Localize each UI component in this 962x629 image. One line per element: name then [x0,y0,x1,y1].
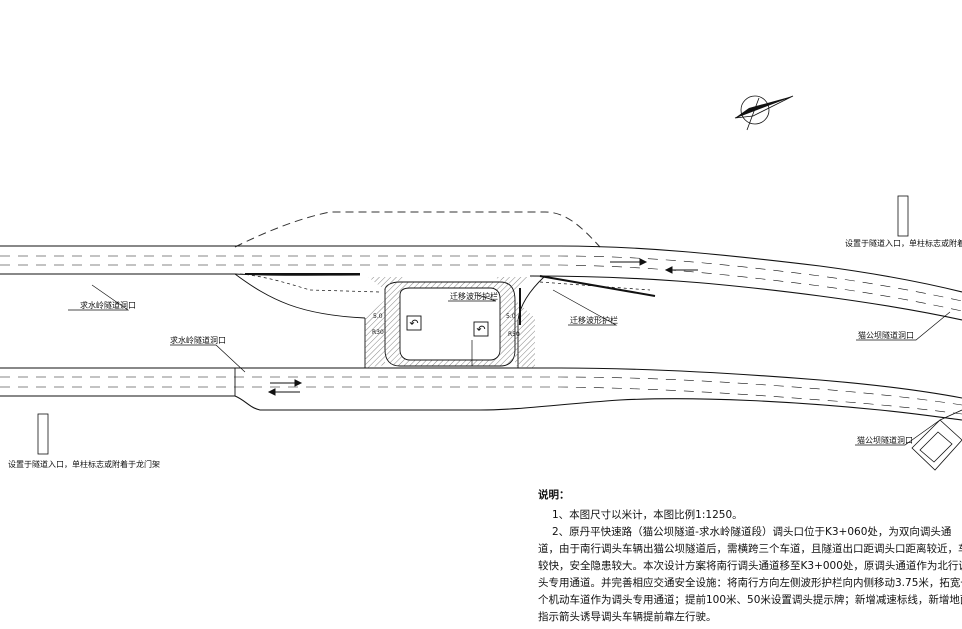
tunnel-portal-structure [911,409,962,471]
notes-title: 说明： [538,489,570,501]
sign-panel-right [897,195,909,237]
lower-carriageway [0,367,962,421]
label-relocate-barrier-1: 迁移波形护栏 [450,291,498,301]
notes-item-2-line-1: 2、原丹平快速路（猫公坝隧道-求水岭隧道段）调头口位于K3+060处，为双向调头… [552,526,952,538]
notes-item-2-line-2: 道，由于南行调头车辆出猫公坝隧道后，需横跨三个车道，且隧道出口距调头口距离较近，… [538,543,962,555]
label-radius-50: R50 [508,331,520,338]
sign-panel-left [37,413,49,455]
boundary-dashed-line [234,211,601,248]
north-arrow-icon [734,95,794,131]
label-sign-note-left: 设置于隧道入口，单柱标志或附着于龙门架 [8,459,160,469]
label-tunnel-qiushuiling-mid: 求水岭隧道洞口 [170,335,226,345]
label-width-b: 5.0 [506,313,516,320]
notes-item-1: 1、本图尺寸以米计，本图比例1:1250。 [552,509,743,521]
label-tunnel-qiushuiling-left: 求水岭隧道洞口 [80,300,136,310]
lane-arrows [267,258,698,396]
uturn-area [245,273,656,368]
uturn-sign-left-icon: ↶ [406,315,422,331]
design-notes: 说明： 1、本图尺寸以米计，本图比例1:1250。 2、原丹平快速路（猫公坝隧道… [538,487,962,626]
notes-item-2-line-3: 较快，安全隐患较大。本次设计方案将南行调头通道移至K3+000处，原调头通道作为… [538,560,962,572]
label-sign-note-right: 设置于隧道入口，单柱标志或附着于龙门架 [845,238,962,248]
notes-item-2-line-5: 个机动车道作为调头专用通道；提前100米、50米设置调头提示牌；新增减速标线，新… [538,594,962,606]
uturn-sign-right-icon: ↶ [473,321,489,337]
notes-item-2-line-6: 指示箭头诱导调头车辆提前靠左行驶。 [538,611,717,623]
label-tunnel-maogong-bottom: 猫公坝隧道洞口 [857,435,913,445]
svg-text:↶: ↶ [476,323,485,336]
label-relocate-barrier-2: 迁移波形护栏 [570,315,618,325]
label-tunnel-maogong-right: 猫公坝隧道洞口 [858,330,914,340]
leader-lines [68,284,951,446]
svg-text:↶: ↶ [409,317,418,330]
label-width-a: 5.0 [373,313,383,320]
label-radius-30: R30 [372,329,384,336]
notes-item-2-line-4: 头专用通道。并完善相应交通安全设施：将南行方向左侧波形护栏向内侧移动3.75米，… [538,577,962,589]
